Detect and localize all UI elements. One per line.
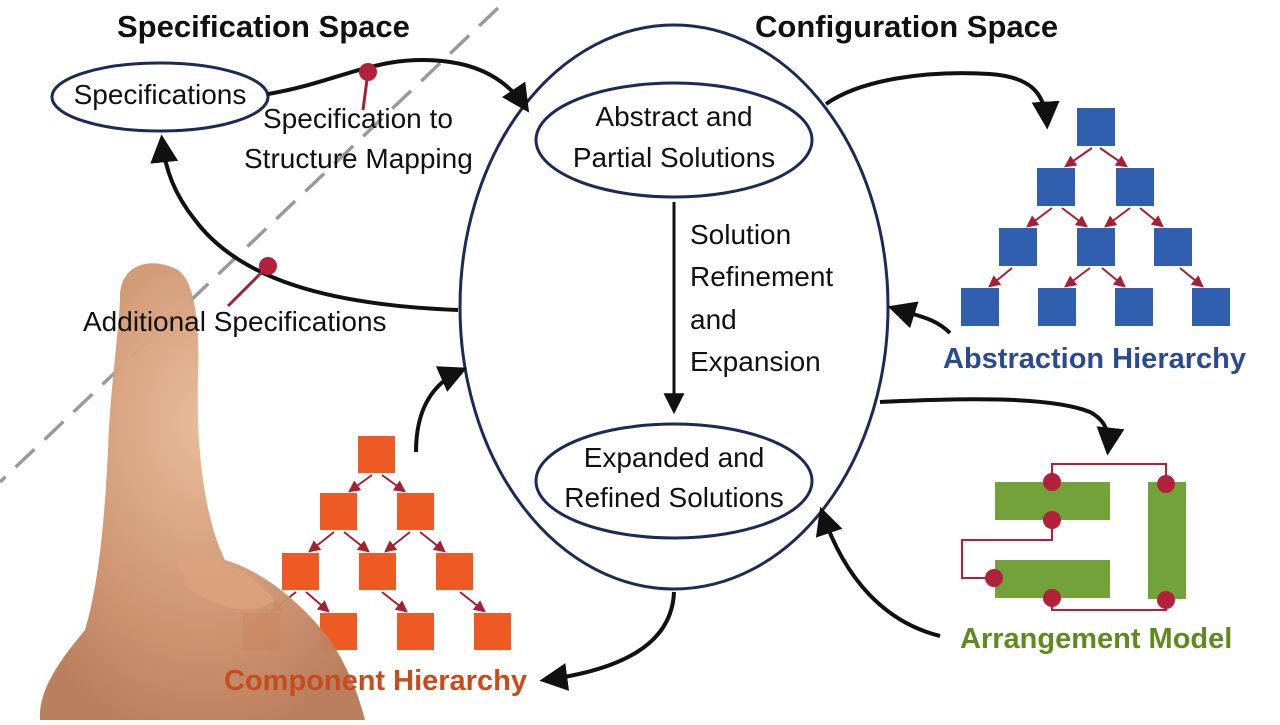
arrangement-model-label: Arrangement Model bbox=[960, 623, 1233, 655]
refinement-label-line4: Expansion bbox=[690, 346, 821, 377]
spec-mapping-label-line1: Specification to bbox=[263, 103, 453, 134]
refinement-label-line3: and bbox=[690, 304, 737, 335]
space-divider-line bbox=[0, 6, 500, 484]
spec-mapping-label-line2: Structure Mapping bbox=[244, 143, 473, 174]
specifications-label: Specifications bbox=[73, 79, 247, 110]
spec-mapping-pin bbox=[359, 63, 377, 81]
from-component-arrow bbox=[414, 366, 468, 453]
presenter-hand bbox=[39, 263, 365, 720]
expanded-solutions-node bbox=[534, 422, 814, 540]
abstract-solutions-line1: Abstract and bbox=[595, 101, 753, 132]
abstraction-hierarchy-links bbox=[988, 147, 1204, 288]
specifications-node bbox=[50, 61, 270, 133]
additional-spec-pin bbox=[259, 257, 277, 275]
specification-space-header: Specification Space bbox=[117, 9, 410, 44]
component-hierarchy-links bbox=[270, 474, 486, 613]
to-arrangement-arrow bbox=[879, 397, 1125, 456]
spec-to-structure-arrow bbox=[267, 57, 530, 113]
refinement-label-line2: Refinement bbox=[690, 261, 834, 292]
expanded-solutions-line1: Expanded and bbox=[583, 442, 765, 473]
component-hierarchy-label: Component Hierarchy bbox=[224, 665, 527, 697]
configuration-space-header: Configuration Space bbox=[755, 9, 1059, 44]
additional-specifications-label: Additional Specifications bbox=[83, 306, 387, 337]
from-arrangement-arrow bbox=[815, 506, 941, 638]
additional-spec-arrow bbox=[150, 134, 459, 312]
abstract-solutions-node bbox=[534, 81, 814, 199]
arrangement-model bbox=[961, 463, 1186, 611]
refinement-label-line1: Solution bbox=[690, 219, 792, 250]
abstraction-hierarchy-tree bbox=[961, 108, 1230, 326]
expanded-solutions-line2: Refined Solutions bbox=[564, 482, 784, 513]
to-component-arrow bbox=[539, 591, 676, 691]
additional-spec-pin-stem bbox=[226, 264, 270, 308]
abstraction-hierarchy-label: Abstraction Hierarchy bbox=[943, 343, 1246, 375]
from-abstraction-arrow bbox=[887, 301, 952, 335]
to-abstraction-arrow bbox=[824, 71, 1060, 130]
abstract-solutions-line2: Partial Solutions bbox=[572, 142, 776, 173]
